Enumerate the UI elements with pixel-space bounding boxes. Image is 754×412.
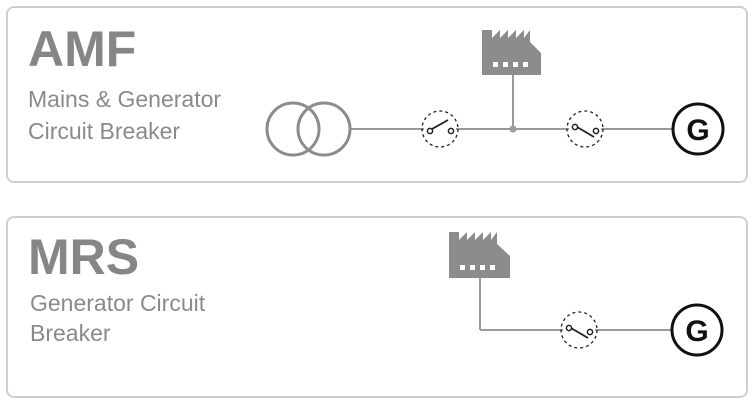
factory-icon — [482, 30, 541, 75]
amf-generator-label: G — [686, 114, 709, 147]
mrs-title: MRS — [28, 229, 140, 285]
circuit-breaker-icon — [566, 110, 604, 148]
mrs-subtitle-line2: Breaker — [30, 320, 111, 346]
generator-icon: G — [670, 303, 724, 357]
circuit-breaker-icon — [421, 110, 459, 148]
transformer-icon — [265, 101, 352, 157]
mrs-panel: MRS Generator Circuit Breaker G — [6, 216, 748, 398]
mrs-single-line-diagram: G — [449, 232, 724, 357]
amf-junction-dot — [509, 125, 517, 133]
amf-single-line-diagram: G — [265, 30, 725, 157]
circuit-breaker-icon — [560, 311, 598, 349]
generator-icon: G — [671, 102, 725, 156]
mrs-subtitle-line1: Generator Circuit — [30, 290, 206, 316]
amf-panel: AMF Mains & Generator Circuit Breaker — [6, 6, 748, 183]
amf-title: AMF — [28, 21, 137, 77]
factory-icon — [449, 232, 510, 278]
mrs-generator-label: G — [685, 315, 708, 348]
amf-subtitle-line2: Circuit Breaker — [28, 118, 181, 144]
amf-subtitle-line1: Mains & Generator — [28, 86, 222, 112]
